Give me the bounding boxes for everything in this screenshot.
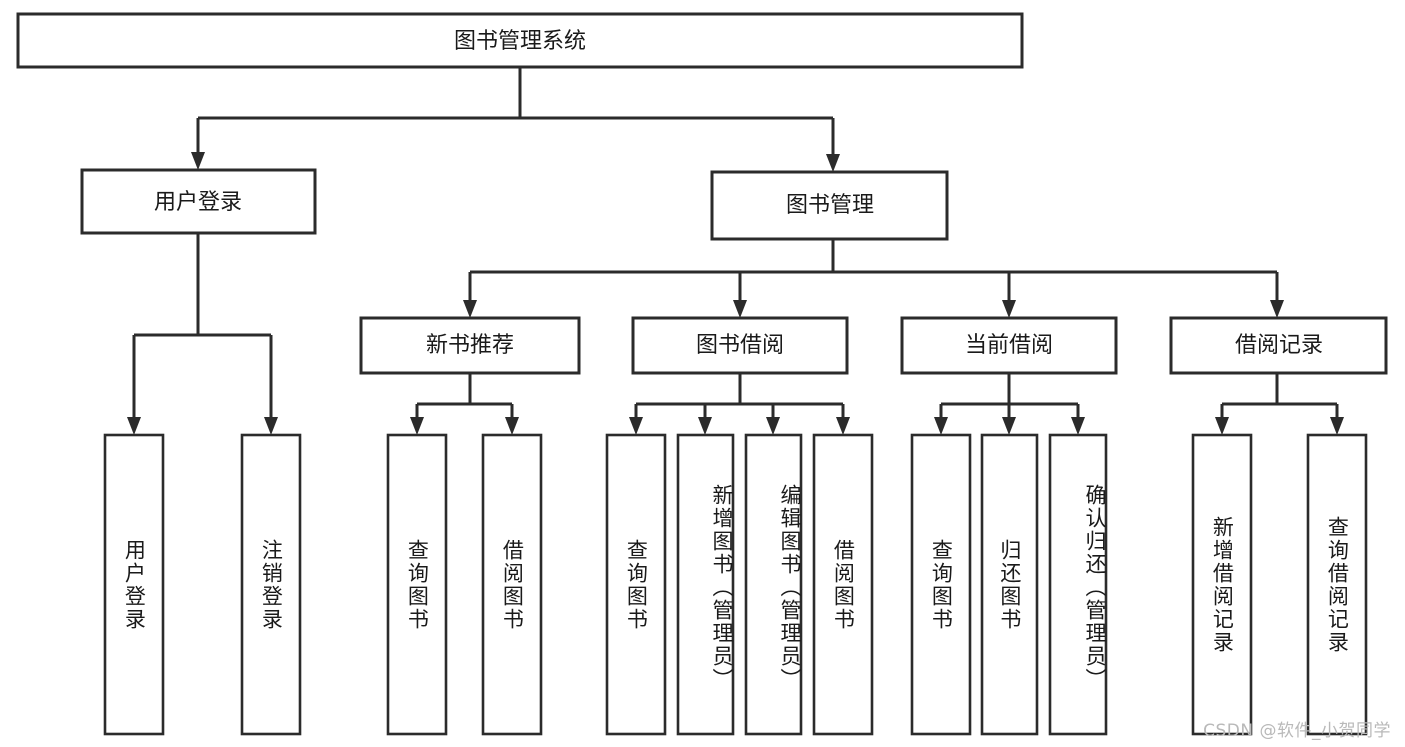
leaf-boxes-new-book xyxy=(386,433,543,736)
leaf-box-user-login-2[interactable] xyxy=(240,433,302,736)
arrowhead-book-manage xyxy=(826,154,840,172)
arrowhead-current-borrow xyxy=(1002,300,1016,318)
connectors-book-manage-to-level3 xyxy=(463,239,1284,318)
leaf-box-current-borrow-3[interactable] xyxy=(1048,433,1108,736)
node-borrow-record[interactable]: 借阅记录 xyxy=(1169,316,1388,375)
arrowhead-new-book xyxy=(463,300,477,318)
arrowhead-cb-leaf-3 xyxy=(1071,417,1085,435)
connectors-root-to-level2 xyxy=(191,67,840,172)
leaf-box-book-borrow-2[interactable] xyxy=(676,433,735,736)
leaf-box-new-book-2[interactable] xyxy=(481,433,543,736)
arrowhead-user-login xyxy=(191,152,205,170)
leaf-box-book-borrow-4[interactable] xyxy=(812,433,874,736)
connectors-new-book-to-leaves xyxy=(410,373,519,435)
node-book-borrow-box[interactable] xyxy=(631,316,849,375)
node-new-book-recommend-box[interactable] xyxy=(359,316,581,375)
arrowhead-br-leaf-1 xyxy=(1215,417,1229,435)
arrowhead-bb-leaf-4 xyxy=(836,417,850,435)
arrowhead-ul-leaf-2 xyxy=(264,417,278,435)
node-user-login-label: 用户登录 xyxy=(154,190,242,215)
node-user-login[interactable]: 用户登录 xyxy=(80,168,317,235)
arrowhead-nb-leaf-1 xyxy=(410,417,424,435)
arrowhead-cb-leaf-2 xyxy=(1002,417,1016,435)
node-new-book-recommend[interactable]: 新书推荐 xyxy=(359,316,581,375)
leaf-box-current-borrow-2[interactable] xyxy=(980,433,1039,736)
leaf-boxes-book-borrow xyxy=(605,433,874,736)
leaf-boxes-borrow-record xyxy=(1191,433,1368,736)
leaf-box-book-borrow-3[interactable] xyxy=(744,433,803,736)
leaf-box-book-borrow-1[interactable] xyxy=(605,433,667,736)
leaf-box-borrow-record-2[interactable] xyxy=(1306,433,1368,736)
arrowhead-borrow-record xyxy=(1270,300,1284,318)
leaf-boxes-current-borrow xyxy=(910,433,1108,736)
leaf-boxes-user-login xyxy=(103,433,302,736)
arrowhead-nb-leaf-2 xyxy=(505,417,519,435)
node-current-borrow-box[interactable] xyxy=(900,316,1118,375)
node-book-borrow-label: 图书借阅 xyxy=(696,333,784,358)
arrowhead-bb-leaf-1 xyxy=(629,417,643,435)
arrowhead-book-borrow xyxy=(733,300,747,318)
node-root[interactable]: 图书管理系统 xyxy=(16,12,1024,69)
leaf-box-current-borrow-1[interactable] xyxy=(910,433,972,736)
arrowhead-bb-leaf-3 xyxy=(766,417,780,435)
node-book-manage[interactable]: 图书管理 xyxy=(710,170,949,241)
connectors-book-borrow-to-leaves xyxy=(629,373,850,435)
node-user-login-box[interactable] xyxy=(80,168,317,235)
arrowhead-cb-leaf-1 xyxy=(934,417,948,435)
leaf-box-new-book-1[interactable] xyxy=(386,433,448,736)
node-book-borrow[interactable]: 图书借阅 xyxy=(631,316,849,375)
node-current-borrow[interactable]: 当前借阅 xyxy=(900,316,1118,375)
node-borrow-record-box[interactable] xyxy=(1169,316,1388,375)
node-book-manage-box[interactable] xyxy=(710,170,949,241)
connectors-current-borrow-to-leaves xyxy=(934,373,1085,435)
connectors-user-login-to-leaves xyxy=(127,233,278,435)
node-current-borrow-label: 当前借阅 xyxy=(965,333,1053,358)
node-new-book-recommend-label: 新书推荐 xyxy=(426,333,514,358)
arrowhead-bb-leaf-2 xyxy=(698,417,712,435)
arrowhead-br-leaf-2 xyxy=(1330,417,1344,435)
arrowhead-ul-leaf-1 xyxy=(127,417,141,435)
leaf-box-user-login-1[interactable] xyxy=(103,433,165,736)
node-root-box[interactable] xyxy=(16,12,1024,69)
node-book-manage-label: 图书管理 xyxy=(786,193,874,218)
node-root-label: 图书管理系统 xyxy=(454,29,586,54)
leaf-box-borrow-record-1[interactable] xyxy=(1191,433,1253,736)
connectors-borrow-record-to-leaves xyxy=(1215,373,1344,435)
node-borrow-record-label: 借阅记录 xyxy=(1235,333,1323,358)
